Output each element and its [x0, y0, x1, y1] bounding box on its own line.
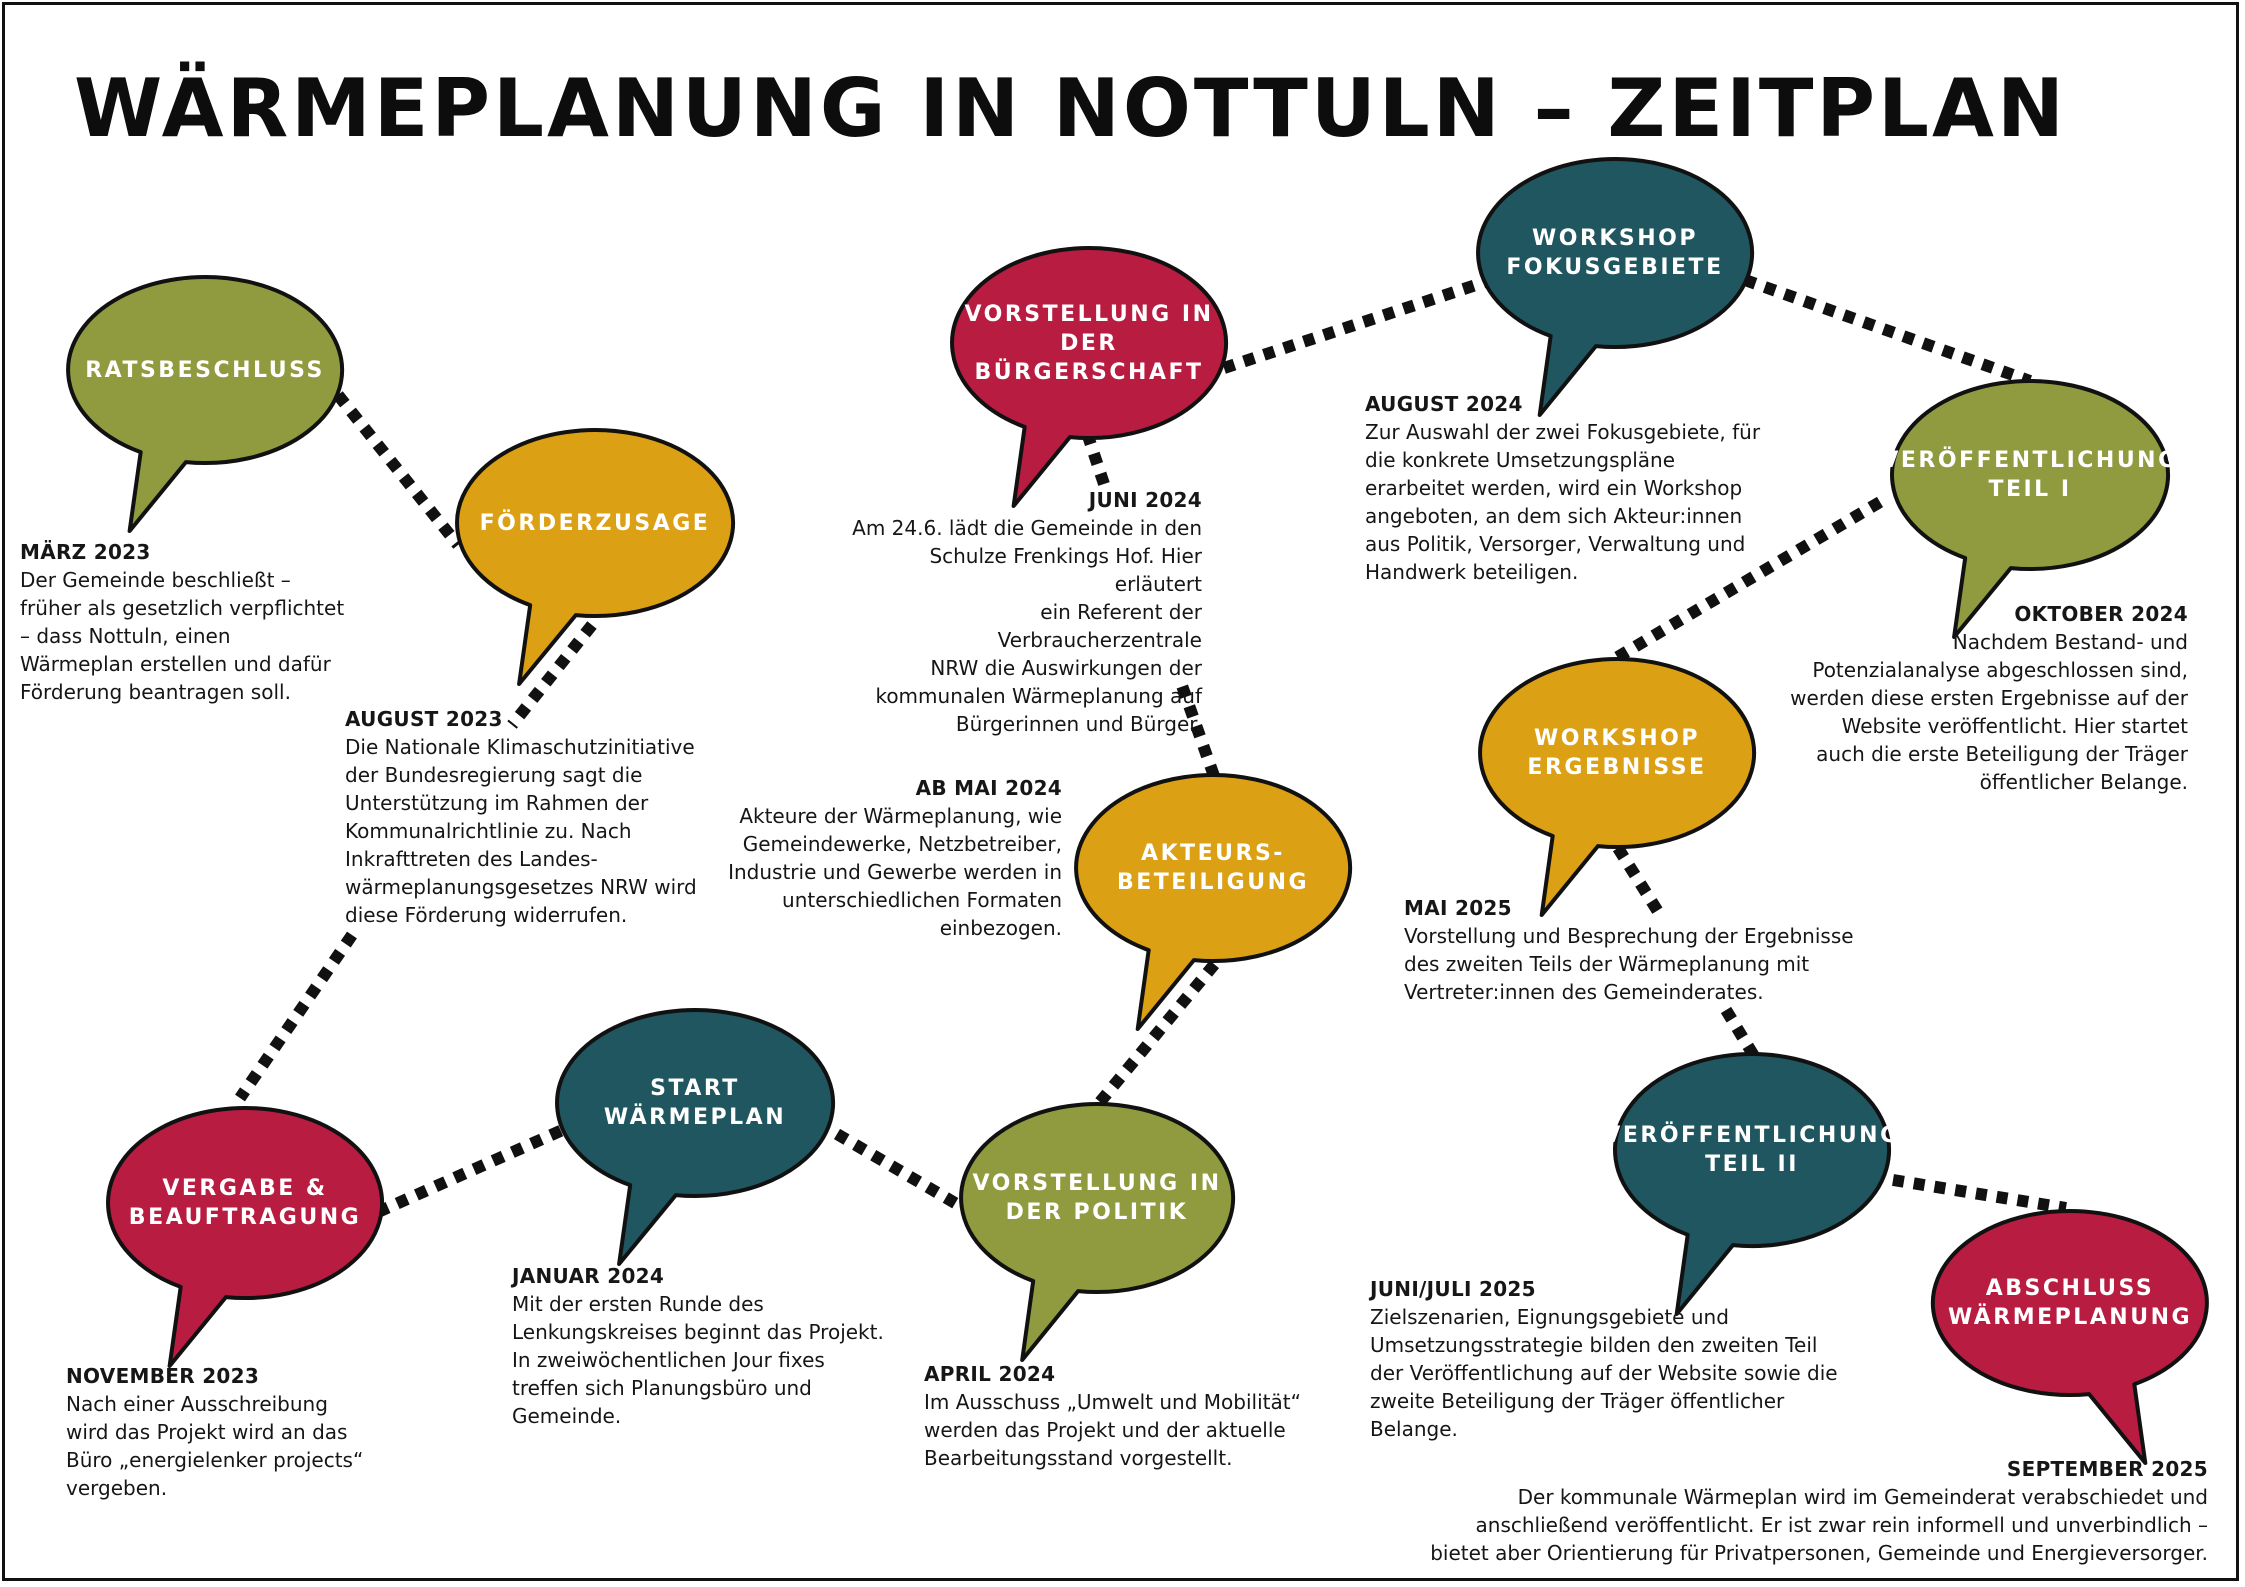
bubble-label-fokusgebiete: WORKSHOP FOKUSGEBIETE: [1506, 226, 1724, 280]
milestone-date: MÄRZ 2023: [20, 540, 151, 564]
milestone-date: MAI 2025: [1404, 896, 1512, 920]
milestone-date: SEPTEMBER 2025: [2006, 1457, 2208, 1481]
speech-bubble-ratsbeschluss: [66, 275, 345, 533]
connector-buergerschaft-fokusgebiete: [1222, 275, 1490, 374]
bubble-label-abschluss: ABSCHLUSS WÄRMEPLANUNG: [1947, 1276, 2193, 1330]
bubble-label-foerderzusage: FÖRDERZUSAGE: [479, 510, 711, 536]
milestone-date: AB MAI 2024: [915, 776, 1062, 800]
milestone-description: Zielszenarien, Eignungsgebiete und Umset…: [1370, 1305, 1838, 1441]
bubble-label-teil2: VERÖFFENTLICHUNG TEIL II: [1603, 1123, 1901, 1177]
speech-bubble-abschluss: [1930, 1209, 2209, 1465]
connector-politik-akteure: [1095, 956, 1223, 1106]
bubble-label-teil1: VERÖFFENTLICHUNG TEIL I: [1881, 448, 2179, 502]
connector-teil1-ergebnisse: [1612, 496, 1884, 664]
speech-bubble-fokusgebiete: [1476, 157, 1755, 417]
speech-bubble-teil2: [1613, 1052, 1892, 1316]
speech-bubble-teil1: [1890, 379, 2171, 639]
speech-bubble-ergebnisse: [1478, 657, 1757, 917]
bubble-label-vergabe: VERGABE & BEAUFTRAGUNG: [128, 1176, 362, 1230]
milestone-date: JANUAR 2024: [512, 1264, 665, 1288]
milestone-info-buergerschaft: JUNI 2024 Am 24.6. lädt die Gemeinde in d…: [840, 486, 1202, 738]
milestone-date: AUGUST 2024: [1365, 392, 1523, 416]
bubble-label-start: START WÄRMEPLAN: [603, 1076, 787, 1130]
milestone-description: Vorstellung und Besprechung der Ergebnis…: [1404, 924, 1854, 1004]
speech-bubble-politik: [959, 1102, 1236, 1362]
milestone-info-politik: APRIL 2024 Im Ausschuss „Umwelt und Mobil…: [924, 1360, 1324, 1472]
speech-bubble-buergerschaft: [950, 246, 1229, 508]
connector-vergabe-start: [375, 1122, 570, 1218]
milestone-description: Zur Auswahl der zwei Fokusgebiete, für d…: [1365, 420, 1761, 584]
connector-fokusgebiete-teil1: [1742, 274, 2033, 387]
speech-bubble-start: [555, 1008, 836, 1266]
milestone-description: Im Ausschuss „Umwelt und Mobilität“ werd…: [924, 1390, 1301, 1470]
bubble-label-ergebnisse: WORKSHOP ERGEBNISSE: [1527, 726, 1707, 780]
connector-maitext-teil2: [1720, 1006, 1760, 1060]
milestone-date: JUNI/JULI 2025: [1370, 1277, 1536, 1301]
speech-bubble-akteure: [1074, 773, 1353, 1031]
milestone-description: Nach einer Ausschreibung wird das Projek…: [66, 1392, 364, 1500]
milestone-description: Die Nationale Klimaschutzinitiative der …: [345, 735, 697, 927]
connector-junitext-buergerschaft: [1082, 434, 1110, 486]
bubble-label-buergerschaft: VORSTELLUNG IN DER BÜRGERSCHAFT: [964, 301, 1214, 385]
page-title: WÄRMEPLANUNG IN NOTTULN – ZEITPLAN: [74, 62, 2067, 155]
milestone-description: Akteure der Wärmeplanung, wie Gemeindewe…: [728, 804, 1062, 940]
connector-ergebnisse-maitext: [1612, 844, 1668, 922]
milestone-description: Mit der ersten Runde des Lenkungskreises…: [512, 1292, 884, 1428]
speech-bubble-vergabe: [106, 1106, 385, 1368]
connector-foerderzusage-augusttext: [507, 621, 597, 729]
speech-bubble-foerderzusage: [455, 428, 736, 686]
milestone-description: Der kommunale Wärmeplan wird im Gemeinde…: [1430, 1485, 2208, 1565]
milestone-date: OKTOBER 2024: [2014, 602, 2188, 626]
milestone-date: AUGUST 2023: [345, 707, 503, 731]
connector-teil2-abschluss: [1892, 1174, 2067, 1214]
bubble-label-akteure: AKTEURS- BETEILIGUNG: [1116, 841, 1310, 895]
milestone-description: Am 24.6. lädt die Gemeinde in den Schulz…: [852, 516, 1202, 736]
connector-akteure-junitext: [1174, 677, 1220, 779]
milestone-date: NOVEMBER 2023: [66, 1364, 260, 1388]
milestone-date: JUNI 2024: [1088, 488, 1202, 512]
milestone-date: APRIL 2024: [924, 1362, 1056, 1386]
milestone-description: Der Gemeinde beschließt – früher als ges…: [20, 568, 345, 704]
connector-start-politik: [833, 1128, 971, 1216]
bubble-label-politik: VORSTELLUNG IN DER POLITIK: [972, 1171, 1222, 1225]
bubble-label-ratsbeschluss: RATSBESCHLUSS: [85, 357, 325, 383]
milestone-description: Nachdem Bestand- und Potenzialanalyse ab…: [1790, 630, 2188, 794]
